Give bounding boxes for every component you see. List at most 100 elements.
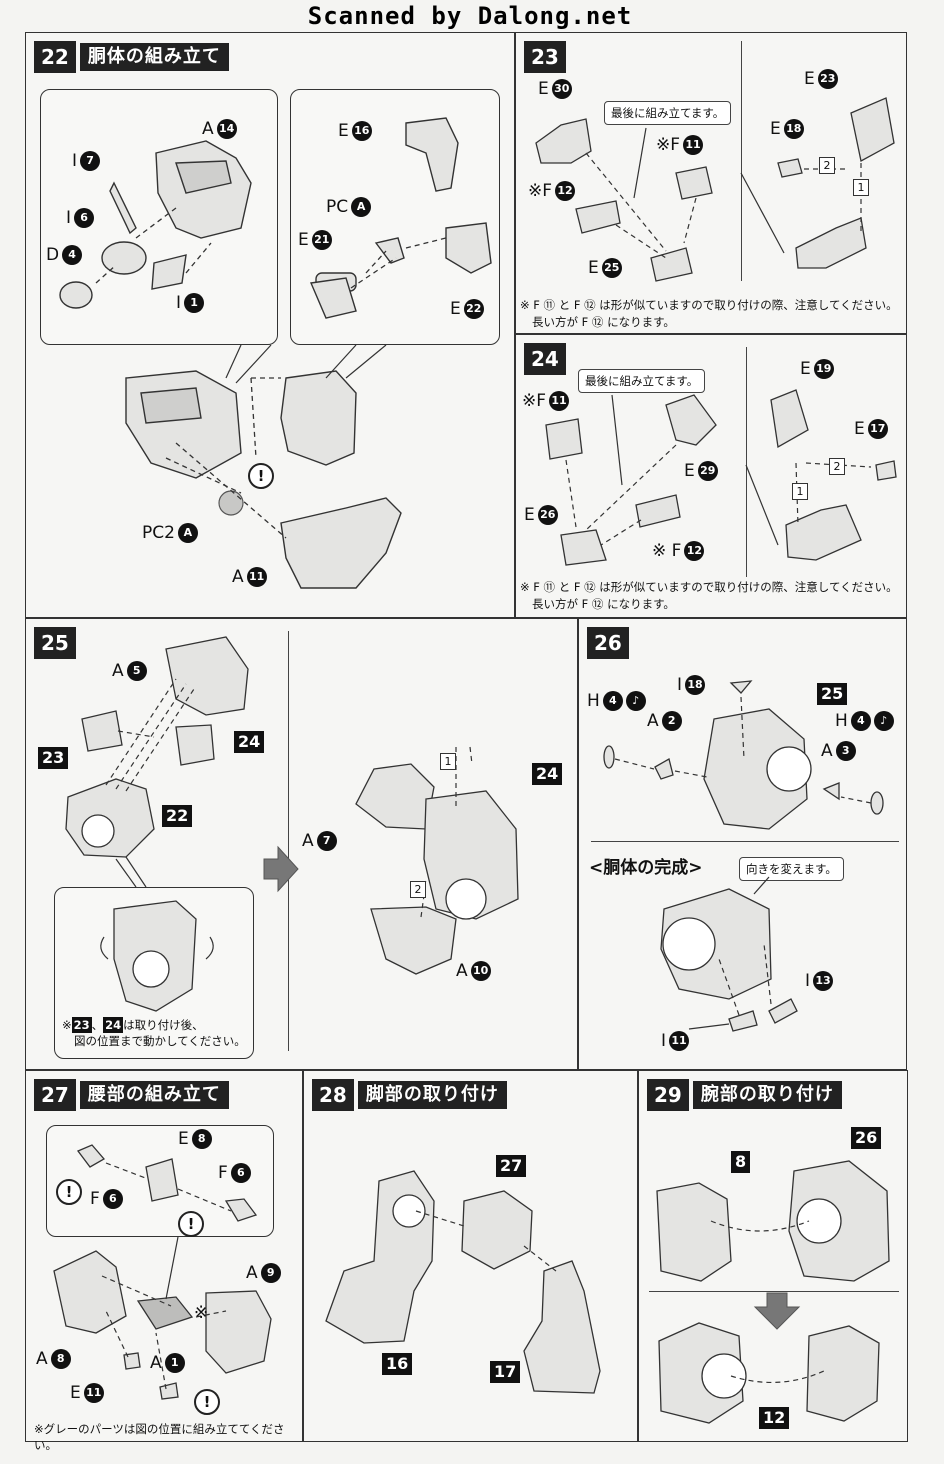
caution-icon: ! xyxy=(194,1389,220,1415)
step-24-note-2: 長い方が F ⑫ になります。 xyxy=(532,597,675,611)
step-27-number: 27 xyxy=(34,1079,76,1111)
caution-icon: ! xyxy=(248,463,274,489)
plating-icon: ♪ xyxy=(873,711,894,731)
step-24-callout: 最後に組み立てます。 xyxy=(578,369,706,393)
step-25-panel: 25 xyxy=(25,618,578,1070)
part-ref-8: 8 xyxy=(731,1151,751,1173)
step-27-title: 腰部の組み立て xyxy=(79,1081,229,1109)
step-22-art xyxy=(59,117,492,589)
ref-marker-2: 2 xyxy=(829,458,845,475)
gray-part-mark: ※ xyxy=(194,1303,209,1323)
step-29-title: 腕部の取り付け xyxy=(692,1081,842,1109)
part-ref-27: 27 xyxy=(496,1155,527,1177)
ref-marker-2: 2 xyxy=(410,881,426,898)
part-ref-25: 25 xyxy=(817,683,848,705)
ref-marker-1: 1 xyxy=(440,753,456,770)
part-ref-23: 23 xyxy=(38,747,69,769)
step-27-note: ※グレーのパーツは図の位置に組み立ててください。 xyxy=(34,1422,285,1452)
step-25-number: 25 xyxy=(34,627,76,659)
step-22-title: 胴体の組み立て xyxy=(79,43,229,71)
caution-icon: ! xyxy=(178,1211,204,1237)
step-26-number: 26 xyxy=(587,627,629,659)
plating-icon: ♪ xyxy=(625,691,646,711)
step-24-divider xyxy=(746,347,747,577)
step-26-panel: 26 <胴体の完成> 向きを変えます。 xyxy=(578,618,907,1070)
step-23-note-2: 長い方が F ⑫ になります。 xyxy=(532,315,675,329)
step-23-note-1: ※ F ⑪ と F ⑫ は形が似ていますので取り付けの際、注意してください。 xyxy=(520,298,898,312)
ref-marker-1: 1 xyxy=(792,483,808,500)
step-28-title: 脚部の取り付け xyxy=(357,1081,507,1109)
step-25-divider xyxy=(288,631,289,1051)
step-28-art xyxy=(325,1170,601,1394)
step-24-note-1: ※ F ⑪ と F ⑫ は形が似ていますので取り付けの際、注意してください。 xyxy=(520,580,898,594)
step-27-art xyxy=(53,1144,272,1400)
step-23-art xyxy=(535,97,895,282)
step-25-note-1: ※23、24 は取り付け後、 xyxy=(62,1017,204,1033)
step-29-divider xyxy=(649,1291,899,1292)
ref-marker-2: 2 xyxy=(819,157,835,174)
step-25-art xyxy=(65,636,519,1012)
step-26-art xyxy=(603,680,884,1032)
step-29-art xyxy=(656,1160,890,1424)
part-ref-12: 12 xyxy=(759,1407,790,1429)
caution-icon: ! xyxy=(56,1179,82,1205)
part-ref-16: 16 xyxy=(382,1353,413,1375)
ref-marker-1: 1 xyxy=(853,179,869,196)
step-23-number: 23 xyxy=(524,41,566,73)
step-24-number: 24 xyxy=(524,343,566,375)
part-ref-17: 17 xyxy=(490,1361,521,1383)
part-ref-22: 22 xyxy=(162,805,193,827)
step-23-divider xyxy=(741,41,742,281)
part-ref-24-right: 24 xyxy=(532,763,563,785)
part-ref-26: 26 xyxy=(851,1127,882,1149)
step-22-number: 22 xyxy=(34,41,76,73)
step-29-number: 29 xyxy=(647,1079,689,1111)
part-ref-24: 24 xyxy=(234,731,265,753)
step-28-number: 28 xyxy=(312,1079,354,1111)
step-23-callout: 最後に組み立てます。 xyxy=(604,101,732,125)
step-26-subtitle: <胴体の完成> xyxy=(589,858,703,878)
